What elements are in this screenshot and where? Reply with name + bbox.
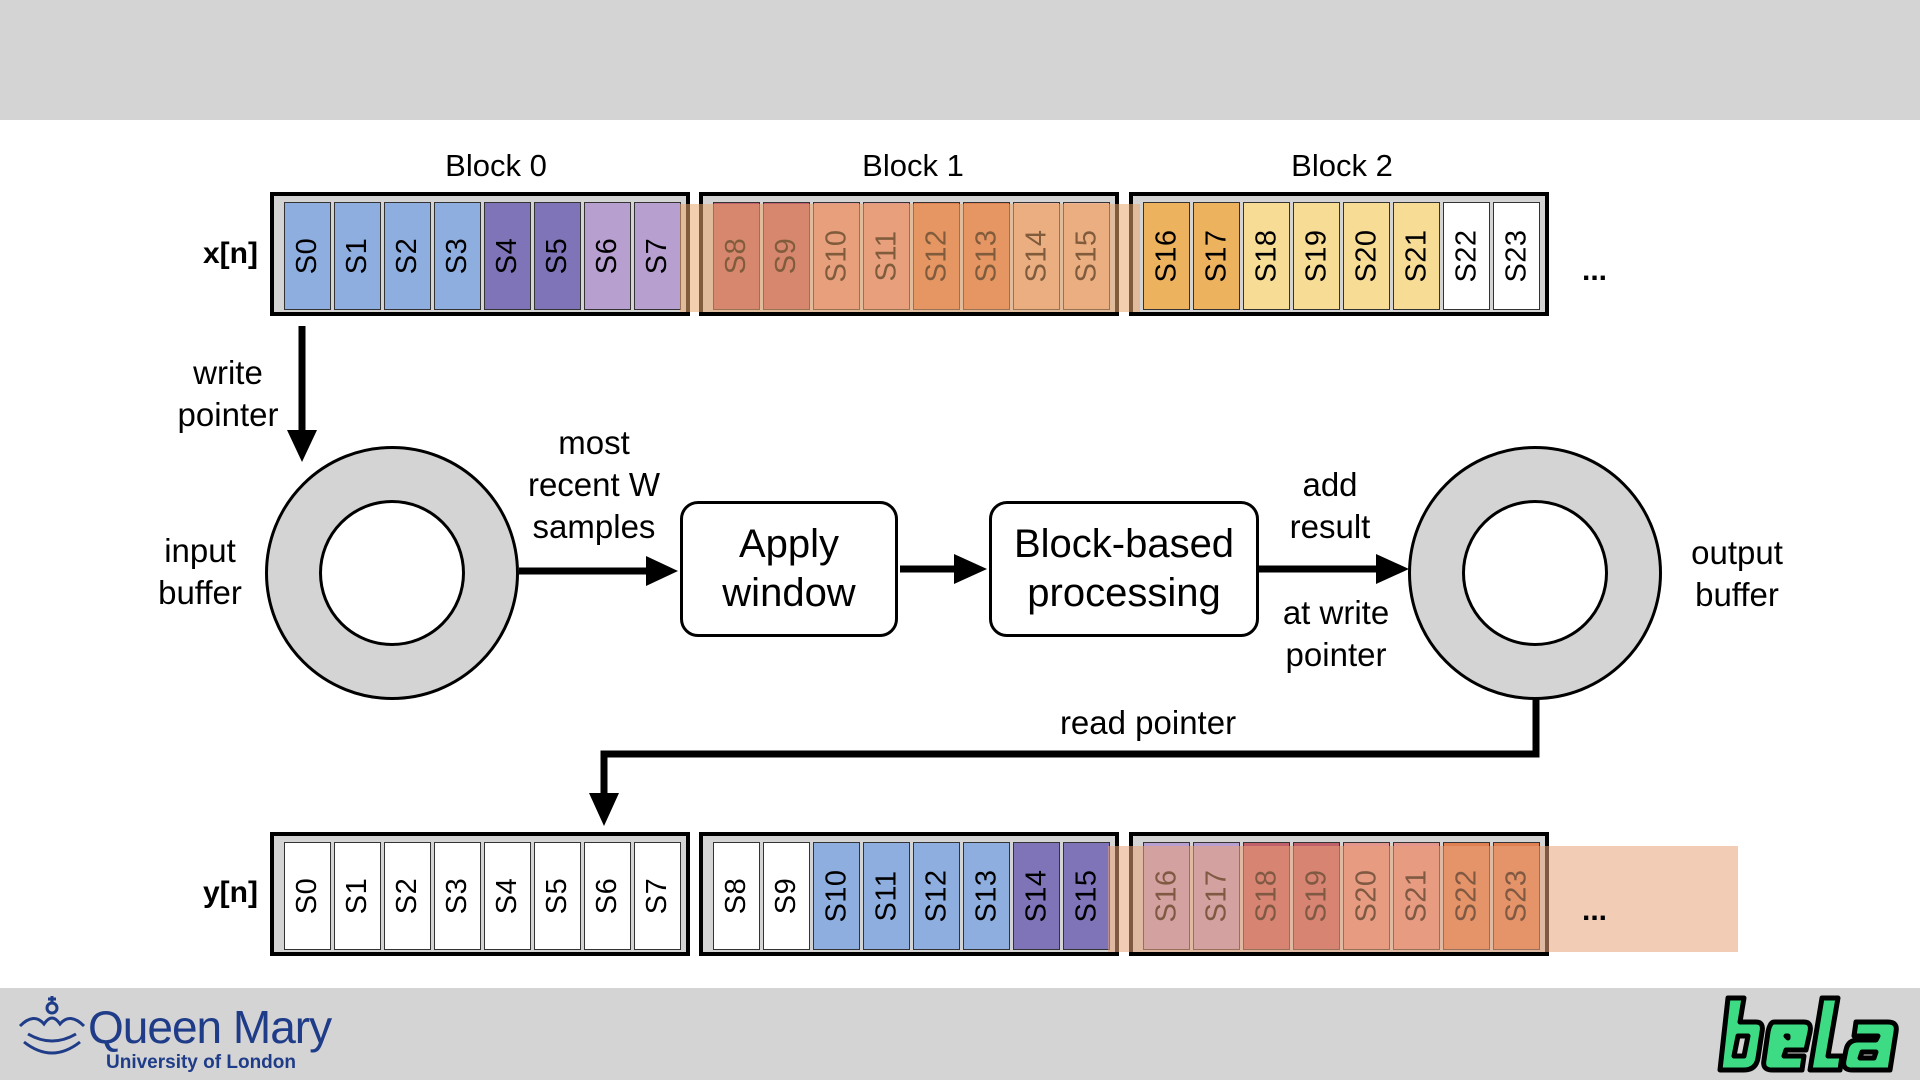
x-sample-cell: S18: [1243, 202, 1290, 310]
input-buffer-hole: [319, 500, 465, 646]
write-pointer-arrow-head: [287, 430, 317, 462]
y-row-ellipsis: ...: [1582, 894, 1608, 927]
y-sample-cell: S9: [763, 842, 810, 950]
apply-window-box: Apply window: [680, 501, 898, 637]
add-result-arrow-head: [1376, 554, 1409, 584]
x-sample-cell: S20: [1343, 202, 1390, 310]
output-buffer-label: output buffer: [1691, 534, 1783, 613]
read-pointer-arrow-head: [589, 793, 619, 826]
y-sample-cell: S3: [434, 842, 481, 950]
x-sample-cell: S1: [334, 202, 381, 310]
x-sample-cell: S0: [284, 202, 331, 310]
x-sample-cell: S4: [484, 202, 531, 310]
y-sample-cell: S15: [1063, 842, 1110, 950]
y-window-highlight: [1108, 846, 1738, 952]
x-sample-cell: S22: [1443, 202, 1490, 310]
y-sample-cell: S1: [334, 842, 381, 950]
output-buffer-hole: [1462, 500, 1608, 646]
bottom-bar: [0, 988, 1920, 1080]
y-sample-cell: S14: [1013, 842, 1060, 950]
y-row-label: y[n]: [203, 876, 258, 909]
x-sample-cell: S2: [384, 202, 431, 310]
queen-mary-wordmark: Queen Mary: [88, 1001, 332, 1053]
write-pointer-label: write pointer: [177, 354, 279, 433]
apply-window-text: Apply window: [722, 522, 856, 615]
y-sample-cell: S0: [284, 842, 331, 950]
read-pointer-path: [600, 698, 1540, 796]
block-processing-box: Block-based processing: [989, 501, 1259, 637]
y-sample-cell: S5: [534, 842, 581, 950]
y-sample-cell: S13: [963, 842, 1010, 950]
y-sample-cell: S7: [634, 842, 681, 950]
block-processing-text: Block-based processing: [1013, 522, 1235, 615]
bela-logo-icon: [1717, 995, 1899, 1073]
y-sample-cell: S12: [913, 842, 960, 950]
x-row-label: x[n]: [203, 237, 258, 270]
y-sample-cell: S2: [384, 842, 431, 950]
block-2-label: Block 2: [1291, 148, 1393, 183]
x-sample-cell: S21: [1393, 202, 1440, 310]
x-window-highlight: [680, 204, 1140, 312]
add-result-label: add result: [1289, 466, 1371, 545]
y-sample-cell: S11: [863, 842, 910, 950]
x-sample-cell: S17: [1193, 202, 1240, 310]
queen-mary-crest-icon: [18, 996, 86, 1055]
output-buffer-ring: [1408, 446, 1662, 700]
at-write-pointer-label: at write pointer: [1282, 594, 1390, 673]
x-sample-cell: S5: [534, 202, 581, 310]
most-recent-samples-label: most recent W samples: [527, 424, 661, 545]
block-1-label: Block 1: [862, 148, 964, 183]
input-buffer-ring: [265, 446, 519, 700]
y-sample-cell: S6: [584, 842, 631, 950]
x-sample-cell: S6: [584, 202, 631, 310]
y-sample-cell: S4: [484, 842, 531, 950]
x-row-ellipsis: ...: [1582, 254, 1608, 287]
x-sample-cell: S16: [1143, 202, 1190, 310]
x-sample-cell: S3: [434, 202, 481, 310]
samples-arrow-head: [646, 556, 678, 586]
block-0-label: Block 0: [445, 148, 547, 183]
window-arrow-head: [954, 554, 987, 584]
y-sample-cell: S8: [713, 842, 760, 950]
queen-mary-subtitle: University of London: [106, 1052, 296, 1073]
read-pointer-label: read pointer: [1059, 704, 1237, 741]
top-bar: [0, 0, 1920, 120]
x-sample-cell: S23: [1493, 202, 1540, 310]
y-sample-cell: S10: [813, 842, 860, 950]
x-sample-cell: S19: [1293, 202, 1340, 310]
input-buffer-label: input buffer: [158, 532, 242, 611]
